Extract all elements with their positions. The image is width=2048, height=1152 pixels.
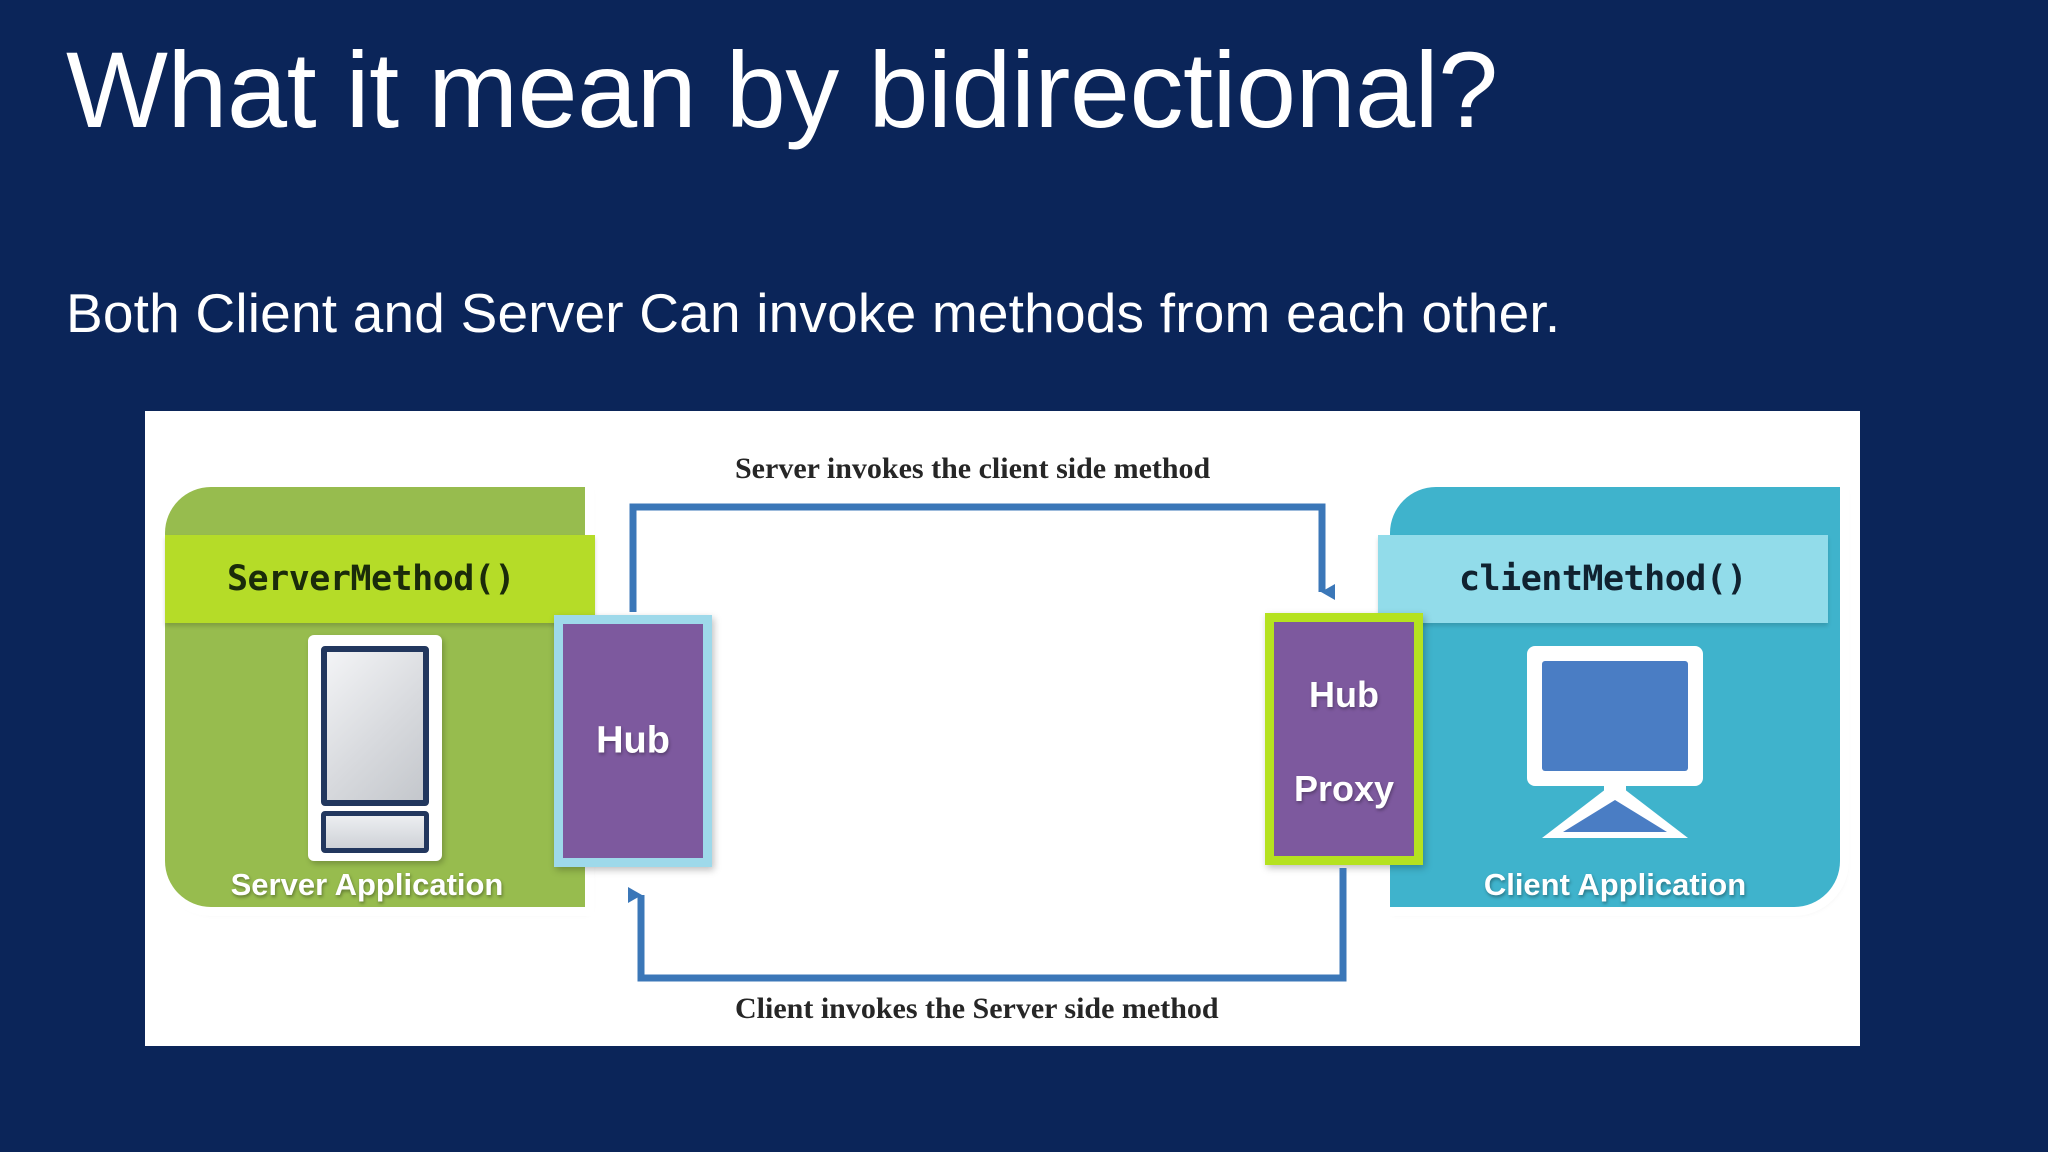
page-subtitle: Both Client and Server Can invoke method… bbox=[66, 282, 1561, 344]
diagram-canvas: ServerMethod() Server Application client… bbox=[145, 411, 1860, 1046]
server-method-bar: ServerMethod() bbox=[165, 535, 595, 623]
hub-proxy-label-line-1: Hub bbox=[1309, 674, 1379, 715]
client-application-box: clientMethod() Client Application bbox=[1378, 487, 1840, 907]
client-application-label: Client Application bbox=[1483, 867, 1747, 902]
hub-proxy-label-line-2: Proxy bbox=[1293, 768, 1395, 809]
desktop-monitor-icon bbox=[1522, 642, 1708, 842]
hub-box: Hub bbox=[554, 615, 712, 867]
page-title: What it mean by bidirectional? bbox=[66, 29, 1498, 150]
client-method-bar: clientMethod() bbox=[1378, 535, 1828, 623]
server-application-box: ServerMethod() Server Application bbox=[165, 487, 595, 907]
hub-label: Hub bbox=[596, 719, 670, 762]
server-tower-upper-bay bbox=[321, 646, 429, 806]
server-tower-lower-bay bbox=[321, 811, 429, 853]
top-arrow-label: Server invokes the client side method bbox=[735, 452, 1211, 485]
server-tower-icon bbox=[308, 635, 442, 861]
server-application-label: Server Application bbox=[230, 867, 504, 902]
hub-proxy-box: Hub Proxy bbox=[1265, 613, 1423, 865]
bottom-arrow-label: Client invokes the Server side method bbox=[735, 992, 1219, 1025]
server-method-label: ServerMethod() bbox=[226, 559, 516, 599]
client-method-label: clientMethod() bbox=[1458, 559, 1748, 599]
